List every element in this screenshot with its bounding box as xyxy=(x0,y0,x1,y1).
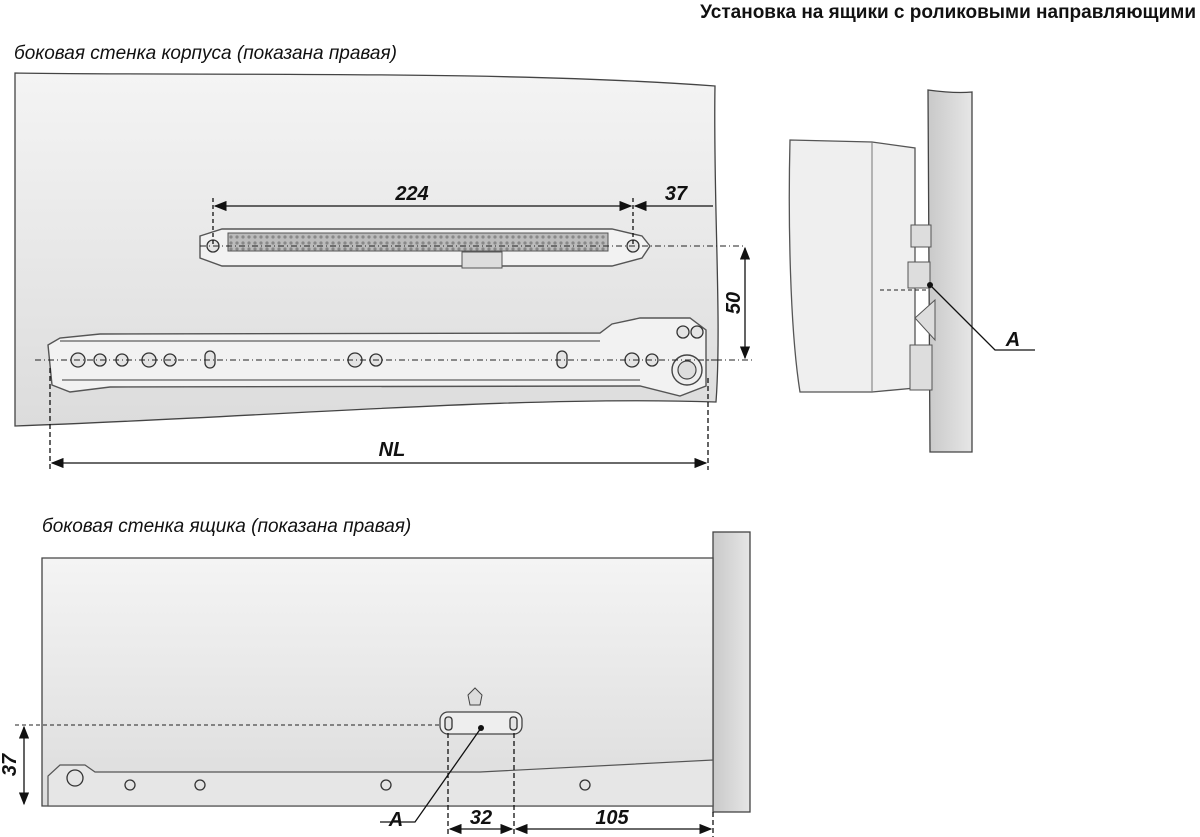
label-a-drawer: A xyxy=(388,809,403,831)
damper-bracket xyxy=(439,687,523,735)
dim-damper-offset: 37 xyxy=(665,183,688,205)
drawer-rail xyxy=(47,759,714,807)
dim-front-offset: 105 xyxy=(595,807,629,829)
cabinet-side-caption: боковая стенка корпуса (показана правая) xyxy=(14,43,397,64)
drawer-front-panel xyxy=(712,531,751,813)
dim-rail-length: NL xyxy=(379,439,406,461)
label-a-section: A xyxy=(1005,329,1020,351)
dim-damper-length: 224 xyxy=(394,183,428,205)
section-view xyxy=(788,89,973,453)
damper-part xyxy=(199,228,651,269)
dim-hole-spacing: 32 xyxy=(470,807,492,829)
cabinet-rail xyxy=(47,317,707,397)
drawer-side-caption: боковая стенка ящика (показана правая) xyxy=(42,516,411,537)
dim-vertical: 50 xyxy=(723,292,745,314)
page-title: Установка на ящики с роликовыми направля… xyxy=(700,2,1196,23)
dim-drawer-height: 37 xyxy=(0,753,21,776)
